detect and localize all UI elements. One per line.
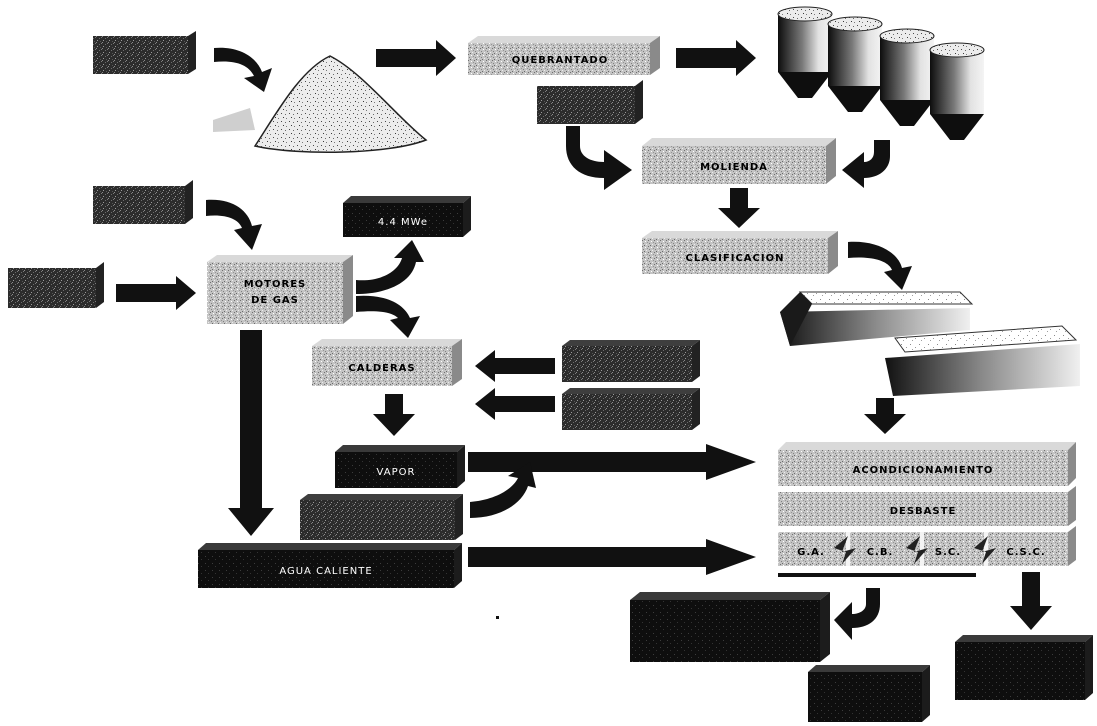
mw-box: 4.4 MWe — [343, 196, 471, 237]
arrow-calderas-to-vapor — [373, 394, 415, 436]
arrow-fuel2-to-calderas — [475, 388, 555, 420]
silo-3 — [879, 28, 935, 126]
motores-label-line2: DE GAS — [251, 295, 299, 306]
grades-row: G.A. C.B. S.C. C.S.C. — [778, 526, 1076, 566]
desbaste-label: DESBASTE — [890, 506, 957, 517]
acondicionamiento-label: ACONDICIONAMIENTO — [853, 465, 994, 476]
grade-ga-label: G.A. — [797, 547, 825, 558]
calderas-label: CALDERAS — [348, 363, 415, 374]
curved-arrow-to-calderas — [356, 295, 420, 338]
calderas-box: CALDERAS — [312, 339, 462, 386]
clasificacion-label: CLASIFICACION — [686, 253, 785, 264]
arrow-vapor-to-acond — [468, 444, 756, 480]
arrow-csc-to-output — [1010, 572, 1052, 630]
output-box-bottom — [808, 665, 930, 722]
steam-source-box — [300, 494, 463, 540]
grade-csc-label: C.S.C. — [1006, 547, 1045, 558]
curved-arrow-to-molienda — [566, 126, 632, 190]
desbaste-box: DESBASTE — [778, 486, 1076, 526]
silo-1 — [777, 6, 833, 98]
motores-label-line1: MOTORES — [244, 279, 307, 290]
fuel-box-1 — [562, 340, 700, 382]
silo-4 — [929, 42, 985, 140]
curved-arrow-to-pile — [214, 47, 272, 92]
curved-arrow-to-motores — [206, 199, 262, 250]
arrow-agua-to-acond — [468, 539, 756, 575]
curved-arrow-up-to-vapor-line — [470, 462, 536, 518]
grade-cb-label: C.B. — [867, 547, 894, 558]
vapor-box: VAPOR — [335, 445, 465, 488]
curved-arrow-from-silos — [842, 140, 890, 188]
molienda-label: MOLIENDA — [700, 162, 768, 173]
acondicionamiento-box: ACONDICIONAMIENTO — [778, 442, 1076, 486]
grades-underline — [778, 573, 976, 577]
material-pile — [213, 55, 428, 153]
motores-box: MOTORES DE GAS — [207, 255, 353, 324]
agua-caliente-label: AGUA CALIENTE — [279, 566, 372, 577]
raw-material-box — [93, 31, 196, 74]
clasificacion-box: CLASIFICACION — [642, 231, 838, 274]
quebrantado-box: QUEBRANTADO — [468, 36, 660, 75]
quebrantado-label: QUEBRANTADO — [512, 55, 608, 66]
fuel-box-2 — [562, 388, 700, 430]
curved-arrow-to-tables — [848, 241, 912, 290]
arrow-to-silos — [676, 40, 756, 76]
arrow-motores-to-agua — [228, 330, 274, 536]
mw-label: 4.4 MWe — [378, 217, 428, 228]
curved-arrow-to-mw — [356, 240, 424, 294]
grade-sc-label: S.C. — [935, 547, 961, 558]
gas-box-top — [93, 180, 193, 224]
additive-box — [537, 80, 643, 124]
arrow-tables-to-acond — [864, 398, 906, 434]
gas-box-left — [8, 262, 104, 308]
arrow-to-quebrantado — [376, 40, 456, 76]
molienda-box: MOLIENDA — [642, 138, 836, 184]
output-box-right — [955, 635, 1093, 700]
arrow-molienda-to-clasificacion — [718, 188, 760, 228]
curved-arrow-to-output-box — [834, 588, 880, 640]
vapor-label: VAPOR — [377, 467, 416, 478]
classification-tables — [780, 291, 1080, 396]
arrow-to-motores — [116, 276, 196, 310]
arrow-fuel1-to-calderas — [475, 350, 555, 382]
agua-caliente-box: AGUA CALIENTE — [198, 543, 462, 588]
output-box-left — [630, 592, 830, 662]
silo-2 — [827, 16, 883, 112]
stray-dot — [496, 616, 499, 619]
silos — [777, 6, 985, 140]
